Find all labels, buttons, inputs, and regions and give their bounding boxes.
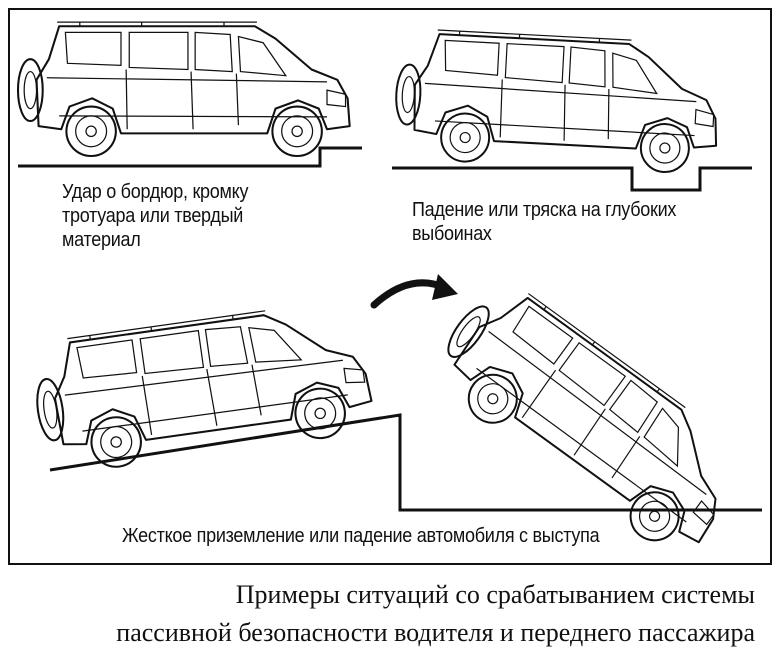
figure-frame [8,8,772,565]
arrow-icon [370,274,458,309]
scene-falling [420,270,760,567]
caption-line-2: пассивной безопасности водителя и передн… [116,618,755,647]
label-landing: Жесткое приземление или падение автомоби… [122,525,600,547]
scene-ramp [27,296,762,512]
scene-pothole [391,26,752,192]
scene-curb [16,21,362,168]
label-curb: Удар о бордюр, кромку тротуара или тверд… [62,181,249,251]
caption-line-1: Примеры ситуаций со срабатыванием систем… [235,580,755,609]
label-pothole: Падение или тряска на глубоких выбоинах [412,199,677,245]
